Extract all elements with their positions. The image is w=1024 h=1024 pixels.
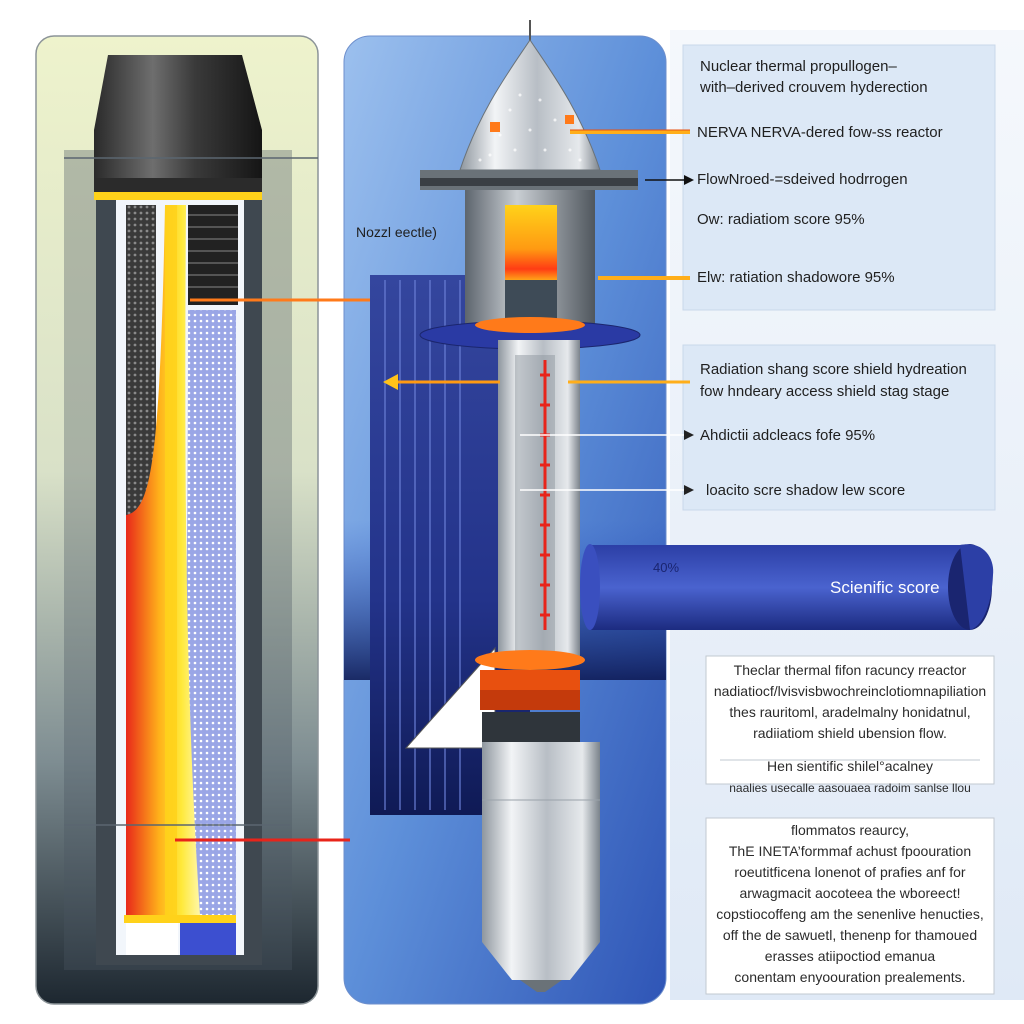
description-subtitle: Hen sientific shilel°acalney (767, 758, 933, 774)
fuel-mesh (126, 205, 156, 515)
hydrogen-flow (126, 205, 200, 915)
reactor-cap (94, 55, 262, 200)
para2-line: erasses atiipoctiod emanua (764, 948, 936, 964)
arrow-right-icon (520, 175, 694, 495)
para1-line: nadiatiocf/lvisvisbwochreinclotiomnapili… (713, 683, 987, 699)
connectors (175, 129, 690, 842)
arrow-left-icon (383, 374, 500, 390)
para1-line: Theclar thermal fifon racuncy rreactor (733, 662, 967, 678)
description-paragraph-1: Theclar thermal fifon racuncy rreactor n… (706, 660, 994, 744)
nozzle-cone-icon (459, 20, 601, 171)
para2-line: copstiocoffeng am the senenlive henuctie… (716, 906, 984, 922)
top-box-item-2: FlowNroed-=sdeived hodrrogen (697, 171, 908, 188)
pipe-value-label: 40% (653, 560, 680, 575)
center-engine-panel (343, 20, 994, 1005)
left-reactor-panel (35, 35, 319, 1005)
mid-box-item-1: Ahdictii adcleacs fofe 95% (700, 427, 876, 444)
pipe-score-label: Scienific score (830, 578, 940, 597)
mid-box-item-2: loacito scre shadow lew score (706, 482, 906, 499)
top-box-title-2: with–derived crouvem hyderection (700, 79, 928, 96)
nozzle-label: Nozzl eectle) (356, 224, 437, 240)
grille (188, 205, 238, 305)
para2-line: off the de sawuetl, thenenp for thamoued (722, 927, 978, 943)
temperature-scale (540, 360, 550, 630)
para2-line: flommatos reaurcy, (791, 822, 909, 838)
para2-line: ThE INETA’formmaf achust fpoouration (728, 843, 972, 859)
top-box-item-4: Elw: ratiation shadowore 95% (697, 269, 895, 286)
description-subline: naalies usecalle aasouaea radoim sanlse … (729, 781, 971, 795)
para2-line: arwagmacit aocoteea the wboreect! (739, 885, 961, 901)
para1-line: radiiatiom shield ubension flow. (753, 725, 947, 741)
top-box-title-1: Nuclear thermal propullogen– (700, 58, 897, 75)
para2-line: roeutitficena lonenot of prafies anf for (734, 864, 966, 880)
description-paragraph-2: flommatos reaurcy, ThE INETA’formmaf ach… (706, 820, 994, 988)
pipe-icon (580, 544, 994, 630)
para1-line: thes rauritoml, aradelmalny honidatnul, (729, 704, 971, 720)
para2-line: conentam enyoouration prealements. (734, 969, 966, 985)
mid-box-title-1: Radiation shang score shield hydreation (700, 361, 967, 378)
top-box-item-3: Ow: radiatiom score 95% (697, 211, 865, 228)
top-box-item-1: NERVA NERVA-dered fow-ss reactor (697, 124, 943, 141)
mid-box-title-2: fow hndeary access shield stag stage (700, 383, 950, 400)
